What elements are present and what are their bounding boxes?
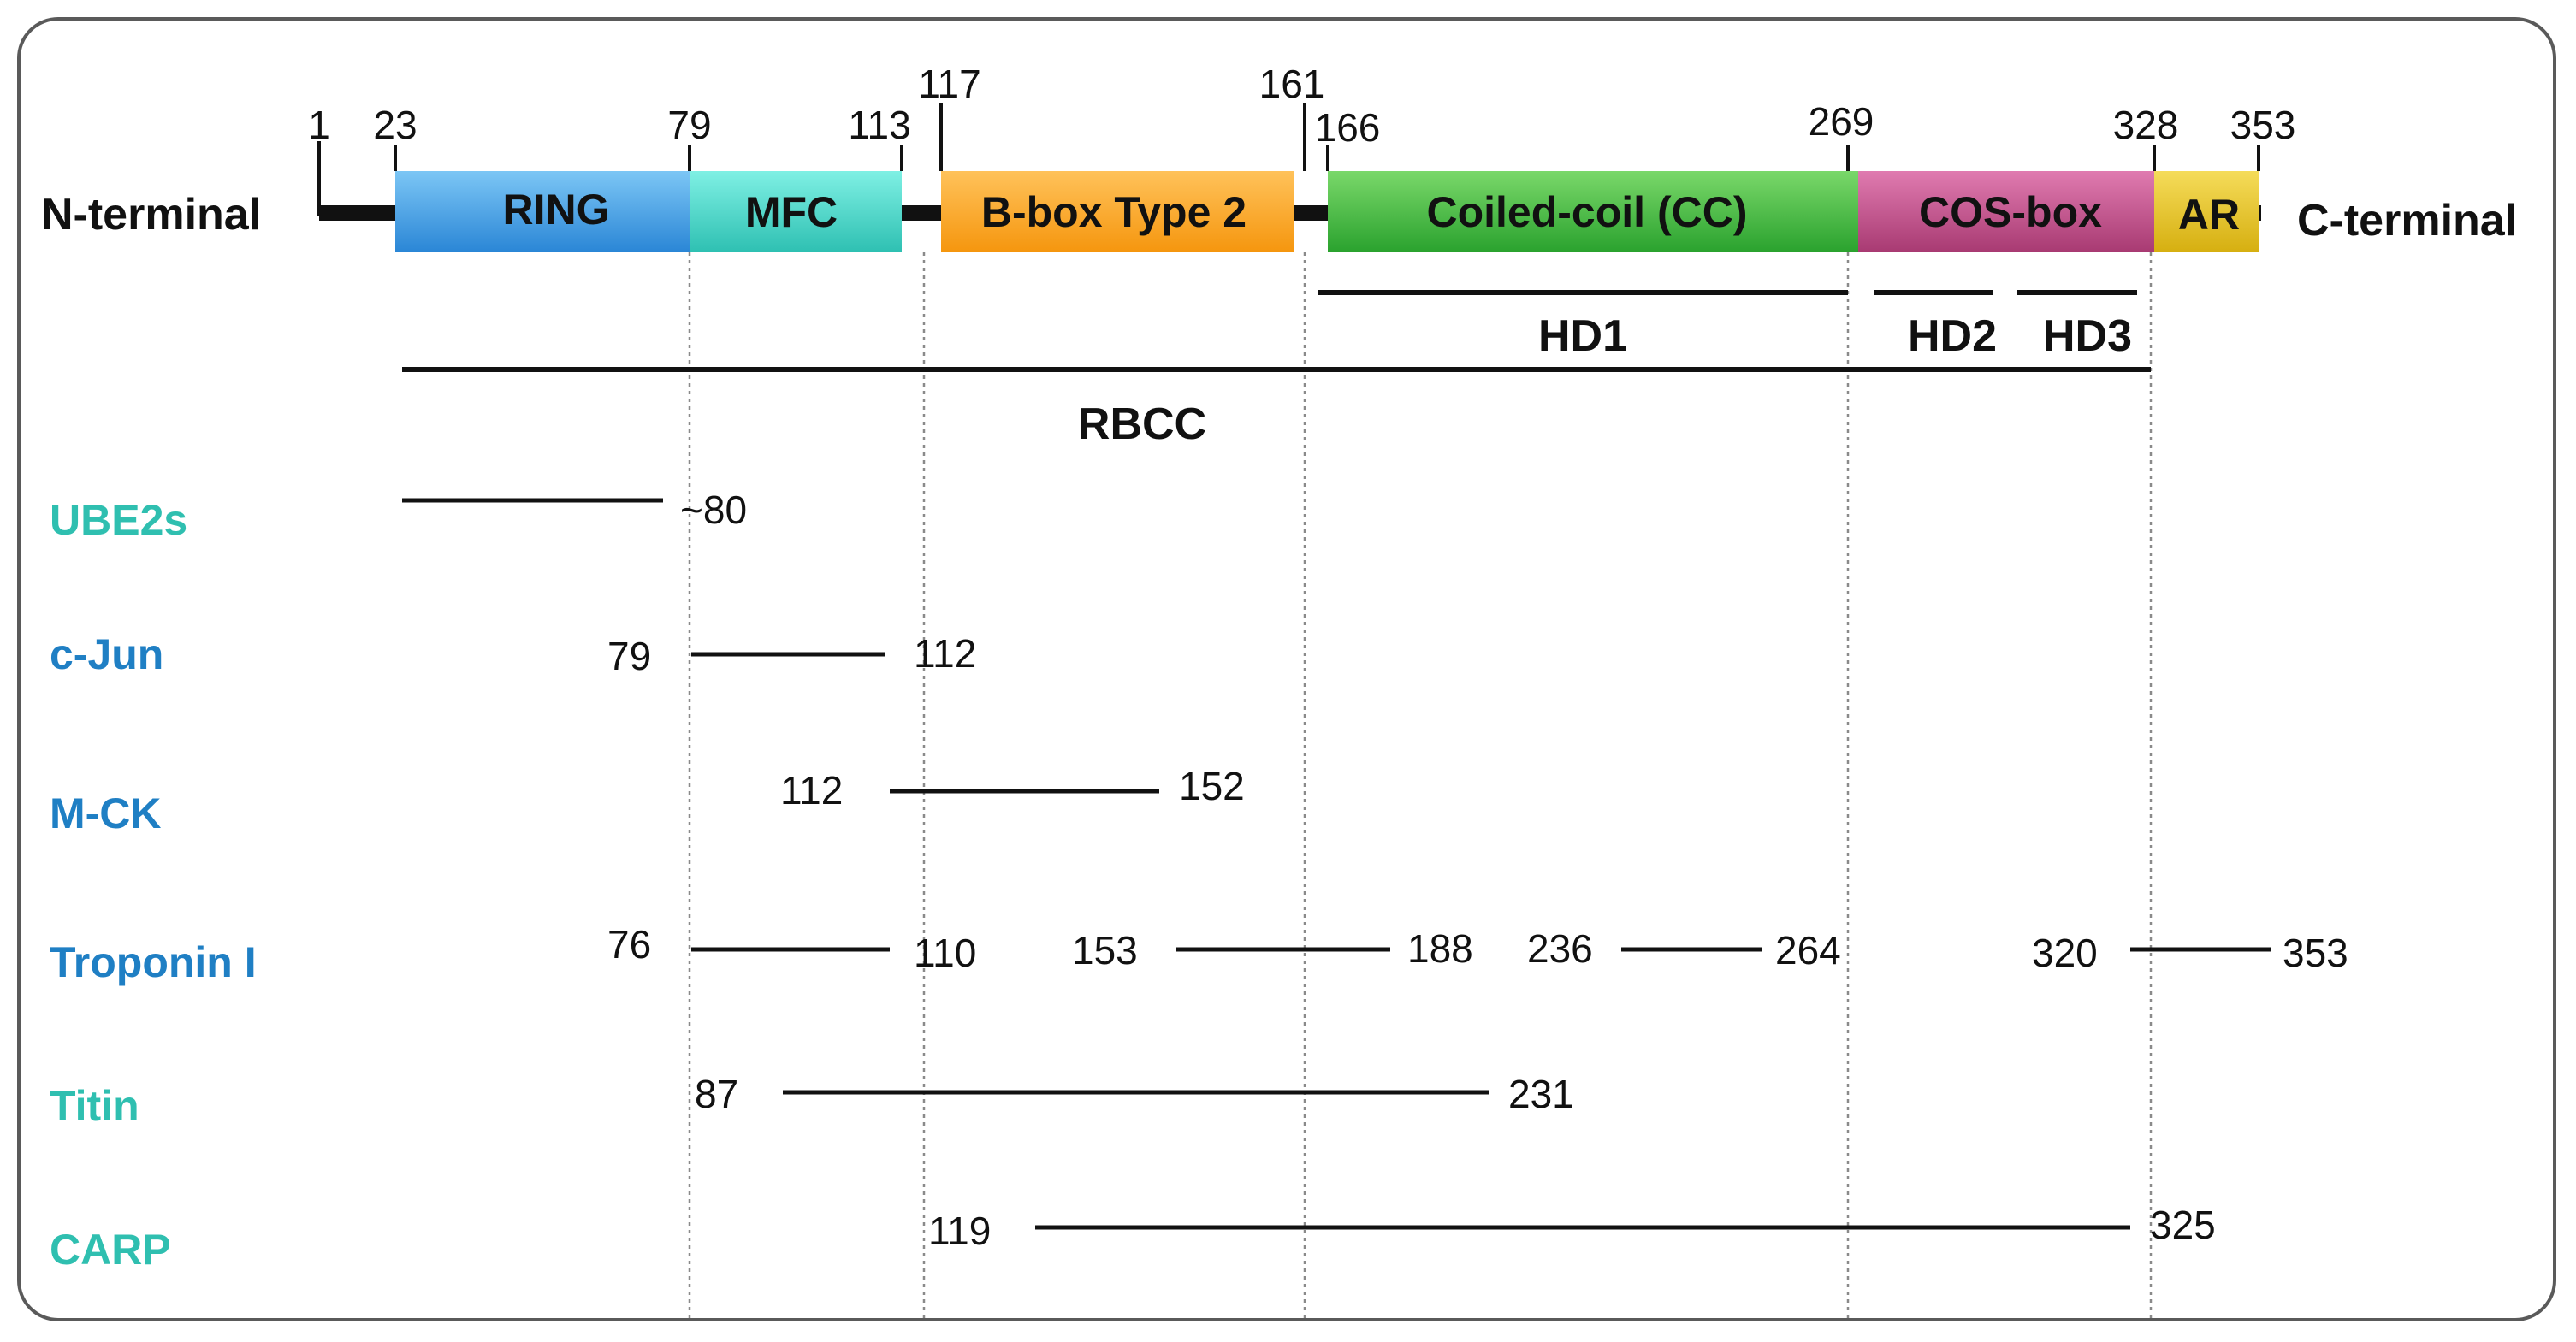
troponin-236: 236: [1527, 926, 1593, 971]
pos-1: 1: [308, 103, 330, 147]
partner-name-carp: CARP: [50, 1226, 171, 1274]
guide-lines: [688, 252, 2153, 1321]
ube2s-end: ~80: [680, 488, 747, 532]
bbox-domain-label: B-box Type 2: [981, 188, 1247, 236]
hd1-label: HD1: [1538, 311, 1627, 361]
pos-113: 113: [848, 103, 910, 147]
hd2-label: HD2: [1908, 311, 1997, 361]
c-jun-end: 112: [914, 631, 976, 676]
c-terminal-label: C-terminal: [2297, 196, 2517, 245]
bbox-domain: [941, 171, 1294, 252]
titin-start: 87: [695, 1072, 738, 1116]
mfc-domain: [690, 171, 902, 252]
troponin-353: 353: [2283, 931, 2348, 975]
coiled-coil-domain: [1328, 171, 1858, 252]
ring-domain-label: RING: [503, 186, 610, 234]
pos-269: 269: [1809, 99, 1874, 144]
troponin-110: 110: [914, 931, 976, 975]
pos-79: 79: [667, 103, 711, 147]
troponin-320: 320: [2032, 931, 2098, 975]
domains: RING MFC B-box Type 2 Coiled-coil (CC) C…: [395, 171, 2259, 252]
troponin-153: 153: [1072, 928, 1138, 973]
partner-names: UBE2s c-Jun M-CK Troponin I Titin CARP: [50, 496, 257, 1274]
pos-161: 161: [1259, 62, 1325, 106]
ar-domain-label: AR: [2178, 191, 2240, 239]
interaction-numbers: ~80 79 112 112 152 76 110 153 188 236 26…: [607, 488, 2348, 1253]
pos-328: 328: [2113, 103, 2179, 147]
coiled-coil-domain-label: Coiled-coil (CC): [1427, 188, 1748, 236]
partner-name-ube2s: UBE2s: [50, 496, 187, 544]
cos-box-domain-label: COS-box: [1919, 188, 2102, 236]
pos-23: 23: [373, 103, 417, 147]
hd3-label: HD3: [2043, 311, 2132, 361]
m-ck-start: 112: [780, 768, 843, 813]
position-ticks: [317, 103, 2260, 216]
mfc-domain-label: MFC: [745, 188, 838, 236]
carp-end: 325: [2150, 1203, 2216, 1247]
partner-name-troponin-i: Troponin I: [50, 938, 257, 986]
troponin-264: 264: [1775, 928, 1841, 973]
c-jun-start: 79: [607, 634, 651, 678]
rbcc-label: RBCC: [1078, 399, 1206, 449]
diagram-frame: [17, 17, 2556, 1321]
ar-domain: [2154, 171, 2259, 252]
region-labels: HD1 HD2 HD3 RBCC: [1078, 311, 2132, 449]
partner-name-titin: Titin: [50, 1082, 139, 1130]
m-ck-end: 152: [1179, 764, 1245, 808]
pos-166: 166: [1315, 105, 1381, 150]
interaction-lines: [402, 498, 2271, 1230]
pos-117: 117: [918, 62, 980, 106]
partner-name-c-jun: c-Jun: [50, 630, 163, 678]
partner-name-m-ck: M-CK: [50, 789, 162, 837]
region-brackets: [402, 290, 2151, 372]
pos-353: 353: [2230, 103, 2296, 147]
carp-start: 119: [928, 1209, 991, 1253]
position-numbers: 1 23 79 113 117 161 166 269 328 353: [308, 62, 2295, 150]
cos-box-domain: [1858, 171, 2154, 252]
titin-end: 231: [1508, 1072, 1574, 1116]
troponin-76: 76: [607, 922, 651, 967]
ring-domain: [395, 171, 690, 252]
n-terminal-label: N-terminal: [41, 190, 261, 239]
troponin-188: 188: [1407, 926, 1473, 971]
